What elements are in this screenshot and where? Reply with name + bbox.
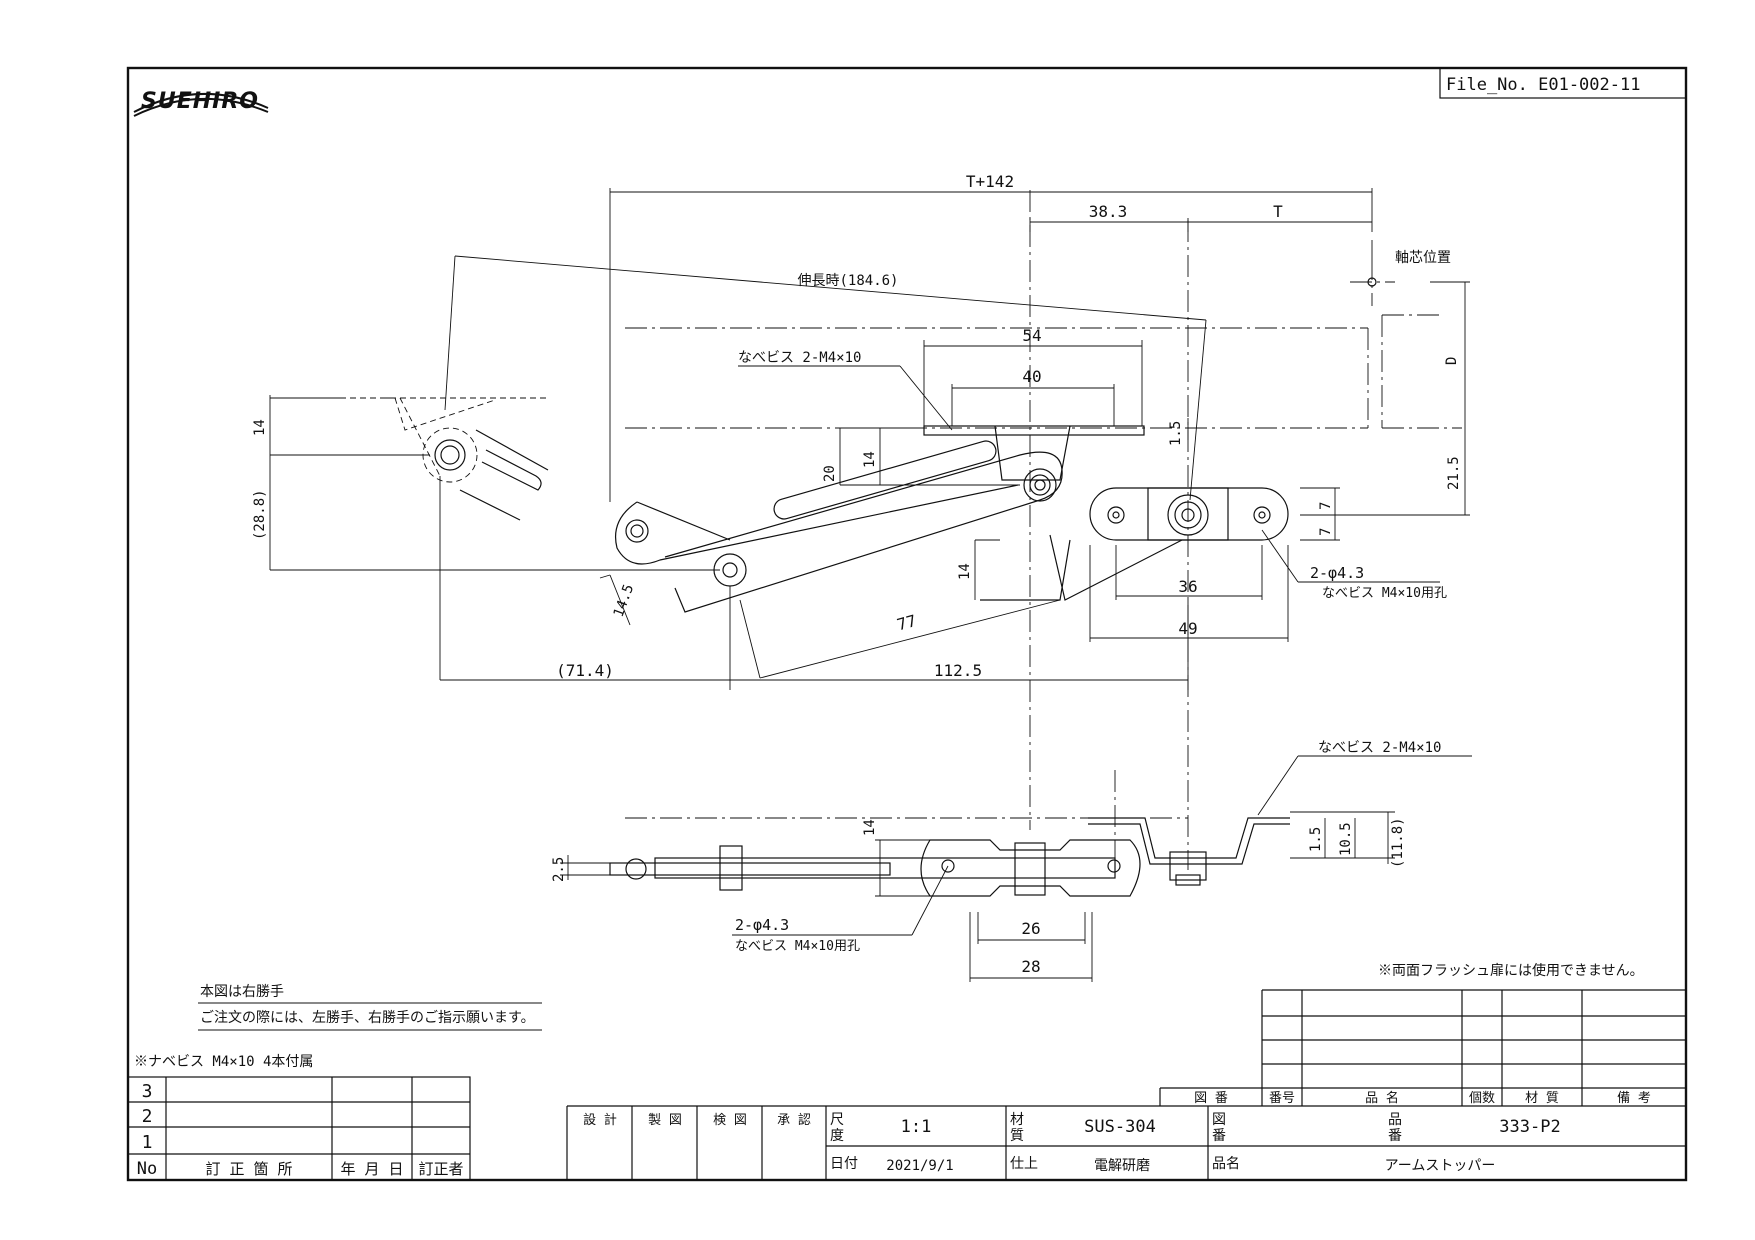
file-no: File_No. E01-002-11 [1446, 75, 1640, 95]
dim-40: 40 [1022, 367, 1041, 386]
dim-14-b: 14 [862, 451, 878, 468]
dim-d: D [1444, 357, 1460, 365]
dim-14-left: 14 [252, 419, 268, 436]
rev-row-3: 3 [142, 1081, 153, 1102]
rev-header-location: 訂 正 箇 所 [205, 1160, 292, 1178]
name-label: 品名 [1212, 1156, 1240, 1172]
part-no-label-1: 品 [1388, 1112, 1402, 1128]
screw-top-label: なべビス 2-M4×10 [738, 350, 861, 366]
material-label-2: 質 [1010, 1128, 1024, 1144]
scale-value: 1:1 [901, 1117, 932, 1137]
note-right-hand: 本図は右勝手 [200, 984, 284, 1000]
role-approve: 承 認 [777, 1112, 811, 1128]
rev-row-2: 2 [142, 1106, 153, 1127]
parts-header-drawing: 図 番 [1194, 1091, 1228, 1106]
dim-49: 49 [1178, 619, 1197, 638]
rev-header-reviser: 訂正者 [418, 1160, 463, 1178]
title-block: 設 計 製 図 検 図 承 認 尺 度 1:1 材 質 SUS-304 図 番 … [566, 1105, 1686, 1180]
dim-7-a: 7 [1318, 502, 1334, 510]
file-no-box [1439, 67, 1687, 99]
hole-top-sub: なべビス M4×10用孔 [1322, 586, 1447, 601]
part-no-label-2: 番 [1388, 1128, 1402, 1144]
finish-value: 電解研磨 [1094, 1158, 1150, 1174]
revision-table: 3 2 1 No 訂 正 箇 所 年 月 日 訂正者 [127, 1076, 471, 1181]
dim-overall: T+142 [966, 172, 1014, 191]
hole-side-sub: なべビス M4×10用孔 [735, 939, 860, 954]
hole-side-label: 2-φ4.3 [735, 916, 789, 934]
hole-top-label: 2-φ4.3 [1310, 564, 1364, 582]
dim-11-8: (11.8) [1390, 817, 1406, 868]
material-value: SUS-304 [1084, 1117, 1156, 1137]
dim-14-d: 14 [862, 819, 878, 836]
note-flush: ※両面フラッシュ扉には使用できません。 [1378, 962, 1644, 979]
role-draft: 製 図 [648, 1113, 682, 1128]
scale-label-1: 尺 [830, 1112, 844, 1128]
note-screws: ※ナベビス M4×10 4本付属 [134, 1054, 313, 1070]
rev-row-1: 1 [142, 1132, 153, 1153]
side-bracket [920, 839, 1141, 897]
dim-t: T [1273, 202, 1283, 221]
role-check: 検 図 [713, 1113, 747, 1128]
dim-28-8: (28.8) [252, 489, 268, 540]
suehiro-logo: SUEHIRO [133, 89, 269, 117]
parts-table: 図 番 番号 品 名 個数 材 質 備 考 [1159, 989, 1686, 1106]
logo-text: SUEHIRO [141, 89, 259, 114]
drawing-label-1: 図 [1212, 1112, 1226, 1128]
screw-side-label: なべビス 2-M4×10 [1318, 740, 1441, 756]
dim-71-4: (71.4) [556, 661, 614, 680]
dim-7-b: 7 [1318, 528, 1334, 536]
date-value: 2021/9/1 [886, 1158, 953, 1174]
part-no-value: 333-P2 [1499, 1117, 1560, 1137]
dim-2-5: 2.5 [551, 857, 567, 882]
date-label: 日付 [830, 1156, 858, 1172]
dimension-labels: T+142 38.3 T 伸長時(184.6) 軸芯位置 54 40 なべビス … [252, 172, 1462, 976]
dim-extended: 伸長時(184.6) [797, 273, 898, 289]
dim-26: 26 [1021, 919, 1040, 938]
role-design: 設 計 [583, 1112, 617, 1128]
rev-header-date: 年 月 日 [340, 1160, 403, 1178]
dim-1-5-side: 1.5 [1308, 827, 1324, 852]
finish-label: 仕上 [1010, 1156, 1038, 1172]
right-bracket [1089, 487, 1289, 541]
parts-header-remarks: 備 考 [1617, 1090, 1651, 1106]
parts-header-number: 番号 [1269, 1091, 1295, 1106]
dim-112-5: 112.5 [934, 661, 982, 680]
drawing-label-2: 番 [1212, 1128, 1226, 1144]
dim-28: 28 [1021, 957, 1040, 976]
axis-label: 軸芯位置 [1395, 250, 1451, 266]
dim-14-c: 14 [957, 563, 973, 580]
parts-header-qty: 個数 [1469, 1091, 1495, 1106]
rev-header-no: No [137, 1159, 157, 1179]
dim-36: 36 [1178, 577, 1197, 596]
dim-54: 54 [1022, 326, 1041, 345]
material-label-1: 材 [1010, 1112, 1024, 1128]
drawing-frame [126, 66, 1688, 1182]
dim-1-5: 1.5 [1168, 421, 1184, 446]
note-order: ご注文の際には、左勝手、右勝手のご指示願います。 [200, 1010, 535, 1026]
scale-label-2: 度 [830, 1128, 844, 1144]
dim-38: 38.3 [1089, 202, 1128, 221]
dim-20: 20 [822, 465, 838, 482]
parts-header-name: 品 名 [1365, 1090, 1399, 1106]
name-value: アームストッパー [1385, 1158, 1496, 1174]
dim-77: 77 [895, 611, 919, 634]
dim-21-5: 21.5 [1446, 456, 1462, 490]
dim-10-5: 10.5 [1338, 822, 1354, 856]
parts-header-material: 材 質 [1525, 1091, 1559, 1106]
